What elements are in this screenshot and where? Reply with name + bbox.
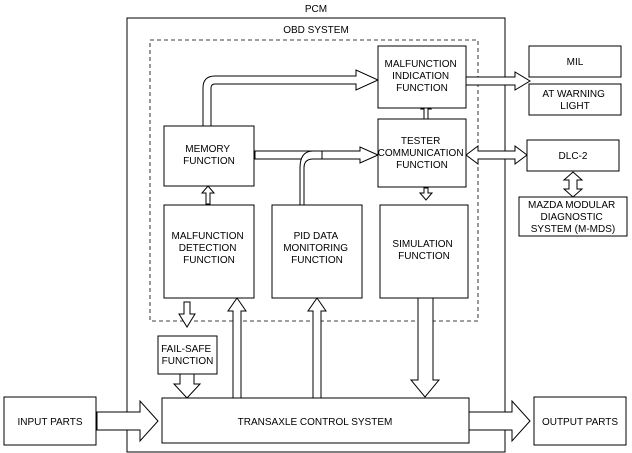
at-warning-light-label: AT WARNING LIGHT — [542, 89, 607, 112]
malfunction-detection-box — [163, 204, 255, 299]
malfunction-indication-box — [377, 45, 467, 109]
tester-communication-label: TESTER COMMUNICATION FUNCTION — [378, 136, 467, 171]
fail-safe-function-label: FAIL-SAFE FUNCTION — [161, 344, 214, 367]
detection-to-failsafe-arrow — [178, 301, 196, 328]
simulation-to-transaxle-arrow — [409, 297, 441, 398]
at-warning-light-box — [528, 83, 622, 116]
pid-data-monitoring-label: PID DATA MONITORING FUNCTION — [283, 231, 351, 266]
indication-to-mil-arrow — [465, 71, 531, 91]
input-parts-box — [3, 396, 97, 446]
obd-system-label: OBD SYSTEM — [283, 25, 349, 36]
mil-label: MIL — [567, 57, 584, 68]
mazda-mmds-box — [518, 196, 628, 237]
malfunction-indication-label: MALFUNCTION INDICATION FUNCTION — [384, 59, 459, 94]
output-parts-label: OUTPUT PARTS — [542, 417, 618, 428]
input-parts-label: INPUT PARTS — [17, 417, 82, 428]
failsafe-to-transaxle-arrow — [172, 373, 202, 399]
pid-data-monitoring-box — [271, 204, 363, 299]
tester-to-simulation-arrow — [418, 187, 434, 201]
output-parts-box — [533, 396, 627, 446]
pcm-label: PCM — [305, 4, 327, 15]
pid-to-tester-arrow — [299, 150, 323, 206]
malfunction-detection-label: MALFUNCTION DETECTION FUNCTION — [171, 231, 246, 266]
memory-function-label: MEMORY FUNCTION — [183, 144, 235, 167]
mazda-mmds-label: MAZDA MODULAR DIAGNOSTIC SYSTEM (M-MDS) — [528, 200, 618, 235]
simulation-function-label: SIMULATION FUNCTION — [392, 239, 455, 262]
transaxle-control-system-box — [161, 397, 470, 444]
simulation-function-box — [379, 204, 469, 299]
dlc2-label: DLC-2 — [559, 151, 588, 162]
input-to-transaxle-arrow — [96, 399, 159, 443]
dlc2-box — [526, 139, 620, 172]
dlc2-mmds-arrow — [562, 171, 584, 198]
transaxle-control-system-label: TRANSAXLE CONTROL SYSTEM — [238, 417, 393, 428]
transaxle-to-output-arrow — [468, 399, 531, 443]
mil-box — [528, 45, 622, 78]
fail-safe-function-box — [157, 335, 218, 375]
detection-to-memory-arrow — [200, 185, 216, 205]
memory-function-box — [163, 125, 255, 187]
tester-communication-box — [377, 118, 467, 188]
memory-to-indication-arrow — [202, 69, 380, 127]
